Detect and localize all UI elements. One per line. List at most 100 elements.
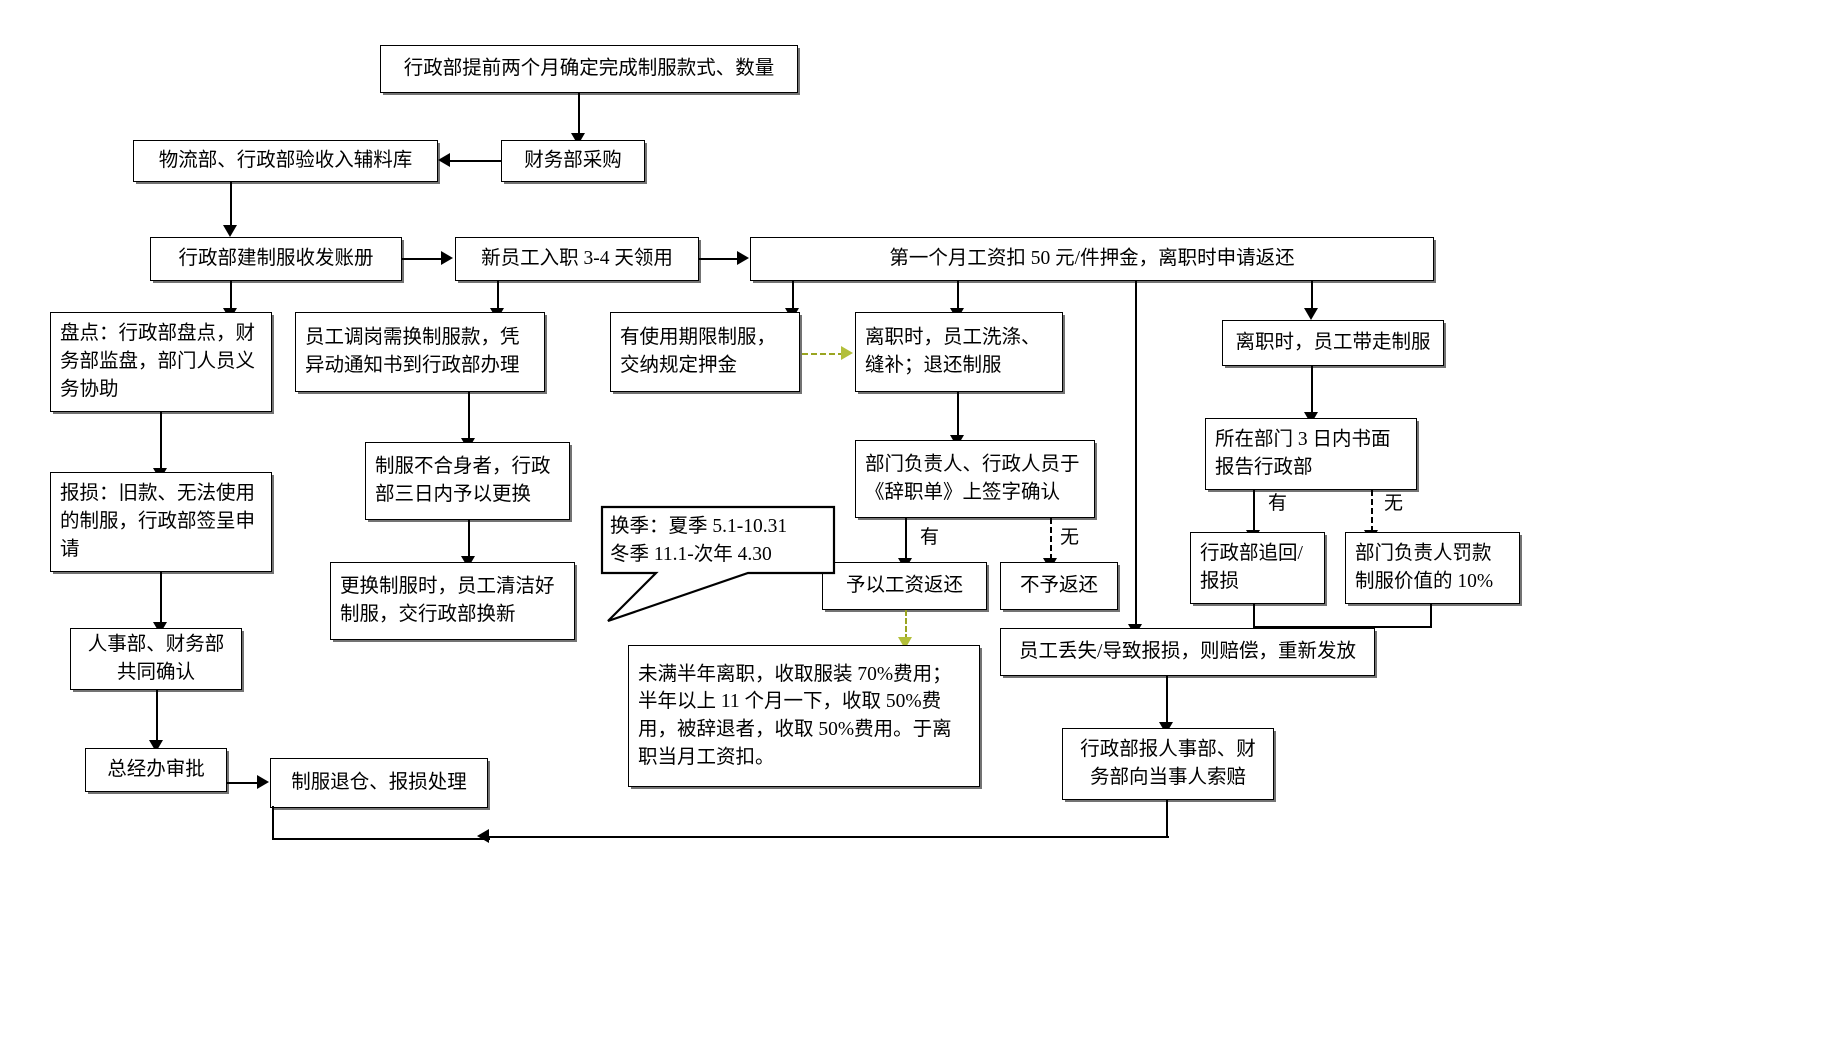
edge-n22-n23 (227, 782, 258, 785)
node-label: 未满半年离职，收取服装 70%费用；半年以上 11 个月一下，收取 50%费用，… (638, 663, 952, 768)
edge-n5-n9 (792, 281, 795, 311)
node-label: 人事部、财务部共同确认 (87, 634, 225, 683)
node-label: 部门负责人、行政人员于《辞职单》上签字确认 (865, 454, 1080, 503)
node-label: 报损：旧款、无法使用的制服，行政部签呈申请 (60, 483, 256, 560)
node-resignation-form-signoff[interactable]: 部门负责人、行政人员于《辞职单》上签字确认 (855, 440, 1095, 518)
node-label: 所在部门 3 日内书面报告行政部 (1215, 429, 1391, 478)
node-position-change-exchange[interactable]: 员工调岗需换制服款，凭异动通知书到行政部办理 (295, 312, 545, 392)
node-admin-ledger[interactable]: 行政部建制服收发账册 (150, 237, 402, 281)
node-label: 予以工资返还 (845, 575, 963, 597)
node-label: 更换制服时，员工清洁好制服，交行政部换新 (340, 576, 555, 625)
node-new-employee-issue[interactable]: 新员工入职 3-4 天领用 (455, 237, 699, 281)
edge-label-no-1: 无 (1060, 527, 1080, 548)
node-gm-office-approval[interactable]: 总经办审批 (85, 748, 227, 792)
node-label: 财务部采购 (524, 150, 622, 172)
edge-n4-n7 (230, 281, 233, 311)
arrowhead-right (257, 775, 269, 789)
node-limited-term-uniform[interactable]: 有使用期限制服，交纳规定押金 (610, 312, 800, 392)
arrowhead-right (737, 251, 749, 265)
edge-n20-bus (1253, 604, 1256, 628)
node-uniform-return-scrap[interactable]: 制服退仓、报损处理 (270, 758, 488, 808)
edge-n11-n15 (1311, 366, 1314, 414)
node-hr-finance-confirm[interactable]: 人事部、财务部共同确认 (70, 628, 242, 690)
node-resign-keep-uniform[interactable]: 离职时，员工带走制服 (1222, 320, 1444, 366)
node-clean-before-exchange[interactable]: 更换制服时，员工清洁好制服，交行政部换新 (330, 562, 575, 640)
node-label: 总经办审批 (107, 759, 205, 781)
edge-n8-n13 (468, 392, 471, 440)
edge-n2-n4 (230, 182, 233, 227)
node-salary-refund[interactable]: 予以工资返还 (822, 562, 987, 610)
callout-season-change: 换季：夏季 5.1-10.31 冬季 11.1-次年 4.30 (598, 505, 838, 625)
node-label: 离职时，员工带走制服 (1235, 332, 1431, 354)
edge-bus-to-n24 (1253, 626, 1432, 629)
node-department-written-report[interactable]: 所在部门 3 日内书面报告行政部 (1205, 418, 1417, 490)
edge-label-yes-1: 有 (920, 527, 940, 548)
edge-n12-n16 (160, 572, 163, 624)
node-confirm-uniform-style[interactable]: 行政部提前两个月确定完成制服款式、数量 (380, 45, 798, 93)
node-resign-fee-rules[interactable]: 未满半年离职，收取服装 70%费用；半年以上 11 个月一下，收取 50%费用，… (628, 645, 980, 787)
edge-n25-bottombus (1166, 800, 1169, 838)
edge-n23-bottom-horizontal (272, 838, 490, 841)
edge-n23-bottom-left-stub (272, 806, 275, 840)
edge-n3-n2 (450, 160, 501, 163)
node-label: 行政部建制服收发账册 (178, 248, 374, 270)
node-admin-recover-or-scrap[interactable]: 行政部追回/报损 (1190, 532, 1325, 604)
node-first-month-deposit[interactable]: 第一个月工资扣 50 元/件押金，离职时申请返还 (750, 237, 1434, 281)
edge-n24-n25 (1166, 676, 1169, 724)
callout-shape (600, 505, 836, 623)
node-loss-compensation[interactable]: 员工丢失/导致报损，则赔偿，重新发放 (1000, 628, 1375, 676)
arrowhead-down (223, 225, 237, 237)
node-resign-wash-return[interactable]: 离职时，员工洗涤、缝补；退还制服 (855, 312, 1063, 392)
node-label: 部门负责人罚款制服价值的 10% (1355, 543, 1494, 592)
node-label: 不予返还 (1019, 575, 1098, 597)
edge-n4-n5 (402, 258, 443, 261)
edge-label-yes-2: 有 (1268, 493, 1288, 514)
node-label: 物流部、行政部验收入辅料库 (158, 150, 413, 172)
node-label: 制服不合身者，行政部三日内予以更换 (375, 456, 551, 505)
node-scrap-report[interactable]: 报损：旧款、无法使用的制服，行政部签呈申请 (50, 472, 272, 572)
edge-n1-n3 (578, 93, 581, 135)
edge-n14-n19-dashed (1050, 518, 1052, 560)
edge-n15-n21-dashed (1371, 490, 1373, 532)
edge-n18-n26-dashed (905, 610, 907, 640)
edge-n6-n10 (957, 281, 960, 311)
arrowhead-left (438, 153, 450, 167)
node-label: 有使用期限制服，交纳规定押金 (620, 327, 777, 376)
arrowhead-right-olive (841, 346, 853, 360)
edge-n15-n20 (1253, 490, 1256, 532)
edge-n21-bus (1430, 604, 1433, 628)
node-label: 新员工入职 3-4 天领用 (481, 248, 673, 270)
node-label: 离职时，员工洗涤、缝补；退还制服 (865, 327, 1041, 376)
edge-n16-n22 (156, 690, 159, 742)
edge-n6-n24 (1135, 281, 1138, 626)
node-logistics-admin-inspection[interactable]: 物流部、行政部验收入辅料库 (133, 140, 438, 182)
node-label: 员工调岗需换制服款，凭异动通知书到行政部办理 (305, 327, 520, 376)
node-manager-penalty[interactable]: 部门负责人罚款制服价值的 10% (1345, 532, 1520, 604)
arrowhead-down (1304, 308, 1318, 320)
node-label: 盘点：行政部盘点，财务部监盘，部门人员义务协助 (60, 323, 256, 400)
arrowhead-left (477, 829, 489, 843)
node-ill-fitting-replacement[interactable]: 制服不合身者，行政部三日内予以更换 (365, 442, 570, 520)
edge-n4-n8-stub (497, 281, 500, 311)
edge-n6-n11 (1311, 281, 1314, 311)
node-label: 行政部提前两个月确定完成制服款式、数量 (403, 58, 775, 80)
edge-n13-n17 (468, 520, 471, 558)
arrowhead-right (441, 251, 453, 265)
callout-label: 换季：夏季 5.1-10.31 冬季 11.1-次年 4.30 (610, 516, 788, 566)
node-no-refund[interactable]: 不予返还 (1000, 562, 1118, 610)
edge-n5-n6 (699, 258, 738, 261)
node-label: 第一个月工资扣 50 元/件押金，离职时申请返还 (889, 248, 1295, 270)
edge-n14-n18 (905, 518, 908, 560)
node-label: 行政部追回/报损 (1200, 543, 1303, 592)
node-inventory-count[interactable]: 盘点：行政部盘点，财务部监盘，部门人员义务协助 (50, 312, 272, 412)
edge-n10-n14 (957, 392, 960, 437)
edge-bottombus-horizontal (489, 836, 1169, 839)
node-label: 制服退仓、报损处理 (291, 772, 467, 794)
edge-label-no-2: 无 (1384, 493, 1404, 514)
node-finance-purchase[interactable]: 财务部采购 (501, 140, 645, 182)
node-label: 员工丢失/导致报损，则赔偿，重新发放 (1019, 641, 1356, 663)
node-admin-claim-report[interactable]: 行政部报人事部、财务部向当事人索赔 (1062, 728, 1274, 800)
node-label: 行政部报人事部、财务部向当事人索赔 (1080, 739, 1256, 788)
edge-n9-n10-dashed (802, 353, 844, 355)
